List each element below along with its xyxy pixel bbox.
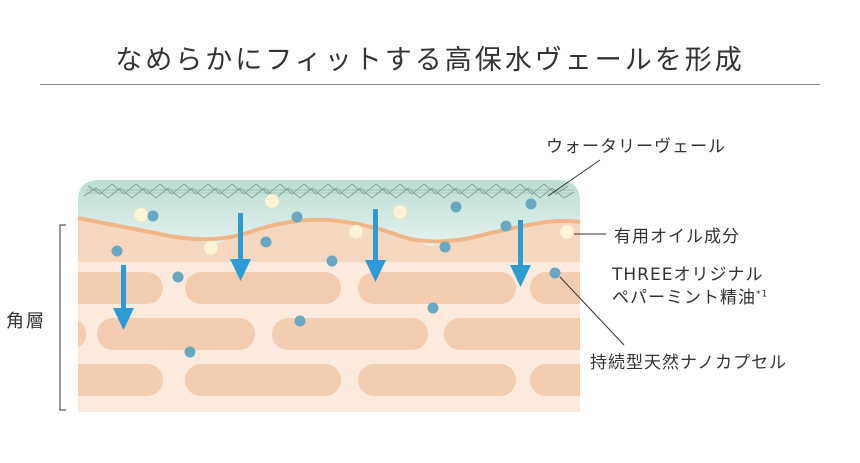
capsule-particle [260, 236, 272, 248]
capsule-particle [184, 346, 196, 358]
capsule-particle [111, 245, 123, 257]
capsule-particle [172, 271, 184, 283]
oil-component-label: 有用オイル成分 [614, 227, 740, 247]
original-label-line1: THREEオリジナル [612, 265, 764, 285]
down-arrow [510, 220, 531, 287]
cell-layers [78, 272, 580, 396]
capsule-particle [525, 198, 537, 210]
capsule-particle [326, 255, 338, 267]
down-arrow [365, 209, 386, 282]
skin-cell [444, 318, 580, 350]
oil-particle [559, 224, 575, 240]
skin-cell [530, 364, 580, 396]
skin-cell [272, 318, 428, 350]
capsule-particle [427, 302, 439, 314]
capsule-particle [439, 241, 451, 253]
skin-cell [78, 320, 86, 348]
oil-particles [133, 193, 575, 256]
title-underline [40, 84, 820, 85]
down-arrow [230, 213, 251, 281]
skin-cell [358, 364, 516, 396]
oil-particle [264, 193, 280, 209]
oil-particle [203, 240, 219, 256]
oil-boundary-wave [77, 216, 581, 244]
capsule-particle [549, 267, 561, 279]
capsule-callout-line [559, 276, 625, 346]
upper-skin-layer [78, 218, 580, 262]
peppermint-oil-text: ペパーミント精油 [612, 288, 756, 308]
capsule-particle [450, 201, 462, 213]
nano-capsule-label: 持続型天然ナノカプセル [590, 353, 788, 373]
skin-cell [185, 272, 341, 304]
skin-cell [78, 272, 163, 304]
capsule-particle [294, 315, 306, 327]
watery-veil-label: ウォータリーヴェール [546, 137, 726, 157]
penetration-arrows [113, 209, 531, 330]
oil-particle [133, 207, 149, 223]
stratum-bracket [59, 224, 66, 411]
capsule-particle [500, 220, 512, 232]
down-arrow [113, 265, 134, 330]
skin-cell [185, 364, 341, 396]
skin-cell [97, 318, 255, 350]
watery-veil [78, 180, 580, 246]
veil-mesh-texture [83, 183, 575, 199]
veil-callout-line [547, 159, 601, 197]
footnote-marker: *1 [756, 289, 769, 300]
skin-cell [530, 272, 580, 304]
oil-particle [392, 204, 408, 220]
skin-cell [358, 272, 516, 304]
capsule-particle [291, 211, 303, 223]
stratum-label: 角層 [6, 311, 46, 332]
diagram-title: なめらかにフィットする高保水ヴェールを形成 [115, 45, 745, 76]
capsule-particle [147, 210, 159, 222]
nano-capsules [111, 198, 561, 358]
peppermint-oil-label: ペパーミント精油*1 [612, 283, 768, 308]
oil-particle [348, 224, 364, 240]
skin-cell [78, 364, 163, 396]
